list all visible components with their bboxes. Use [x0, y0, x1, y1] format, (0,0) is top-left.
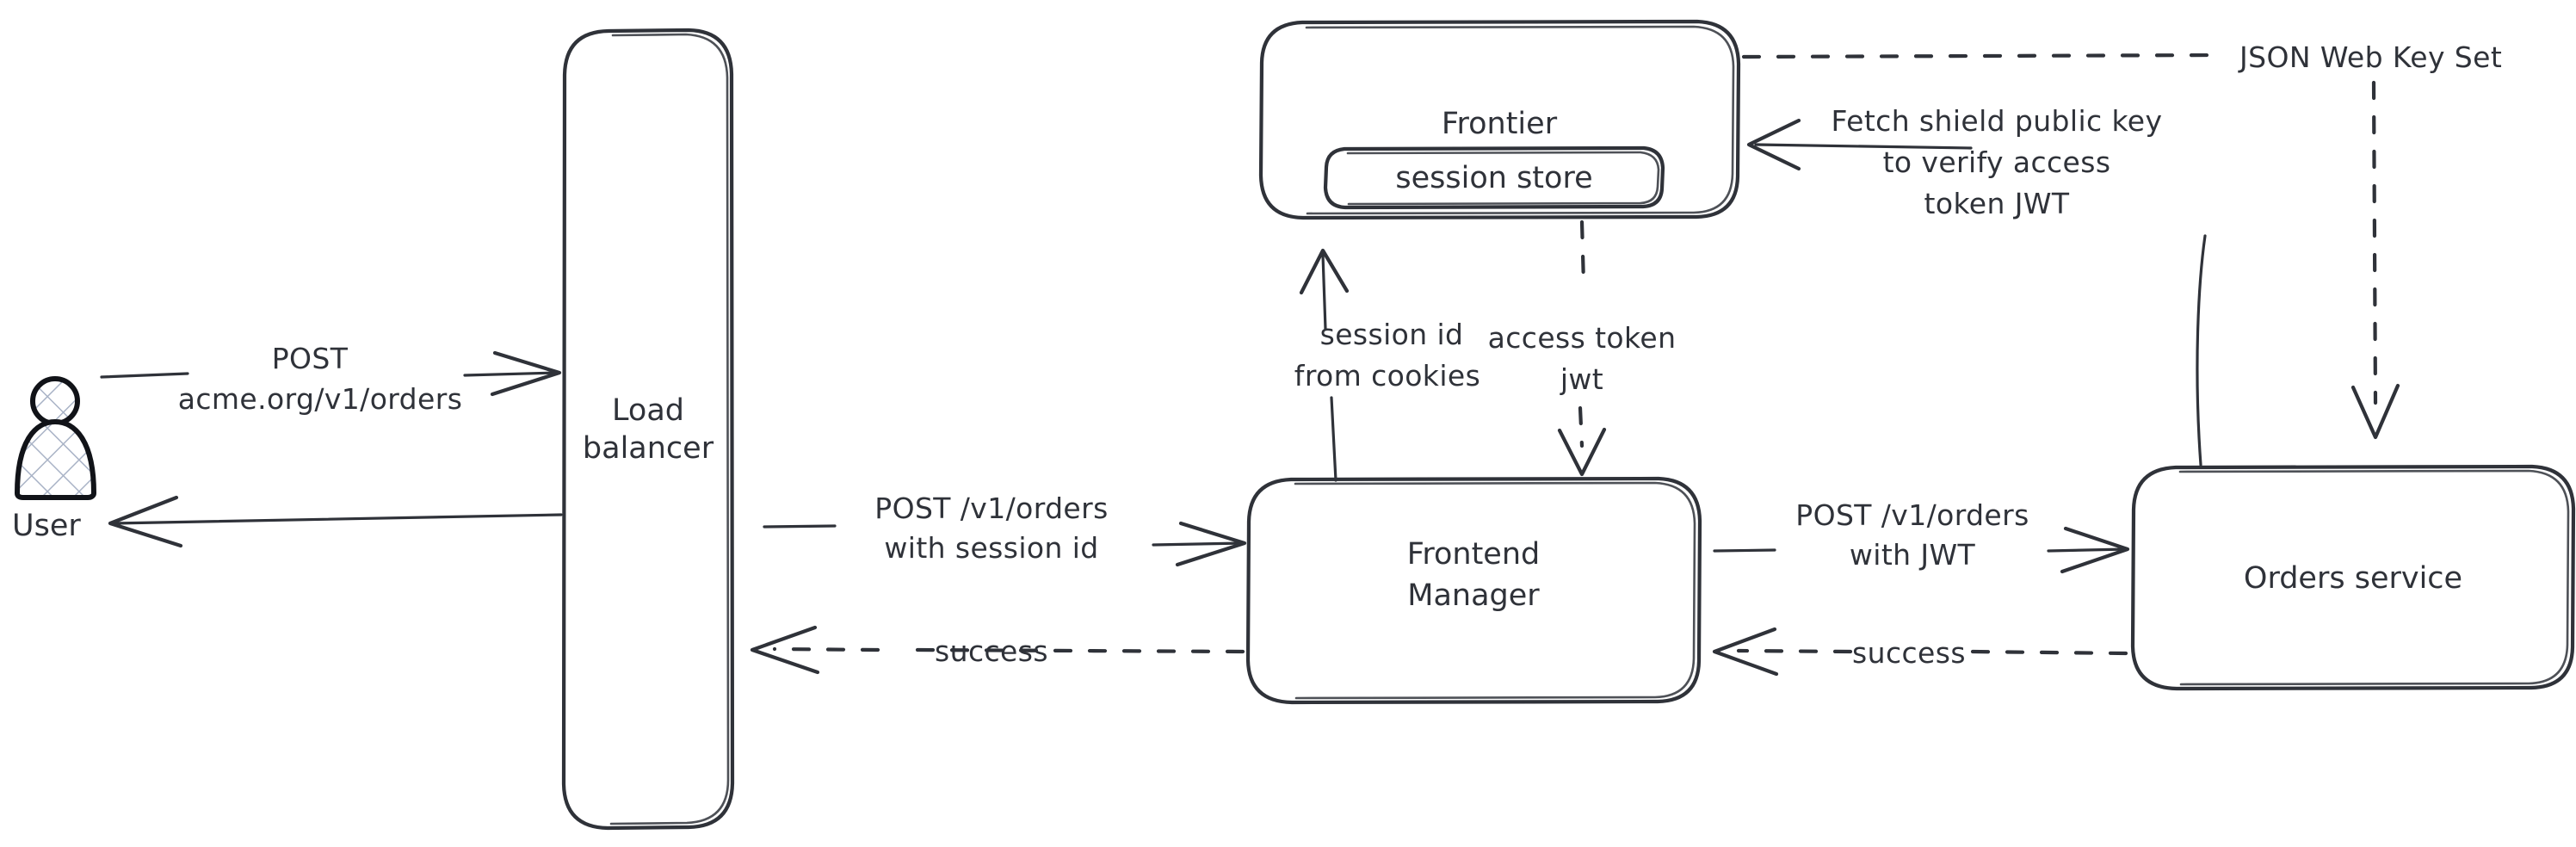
- edge-lb-to-frontend-manager: [763, 521, 1247, 567]
- edge-label-access-token-line2: jwt: [1560, 362, 1603, 396]
- edge-label-post-jwt-line1: POST /v1/orders: [1795, 498, 2029, 532]
- edge-label-post-session-line1: POST /v1/orders: [874, 492, 1108, 525]
- node-session-store[interactable]: [1323, 145, 1665, 210]
- node-frontend-manager[interactable]: [1245, 476, 1702, 705]
- user-label: User: [12, 509, 81, 543]
- edge-label-success-left: success: [935, 634, 1048, 668]
- edge-label-session-id-line2: from cookies: [1294, 359, 1480, 393]
- edge-label-post-line2: acme.org/v1/orders: [178, 382, 463, 416]
- edge-label-access-token-line1: access token: [1488, 321, 1677, 355]
- edge-label-fetch-key-line1: Fetch shield public key: [1832, 104, 2163, 138]
- edge-frontier-to-orders-jwks: [1741, 53, 2400, 440]
- frontier-label: Frontier: [1442, 107, 1558, 141]
- edge-fm-to-orders: [1713, 526, 2130, 574]
- edge-label-post-jwt-line2: with JWT: [1850, 538, 1976, 572]
- edge-label-success-right: success: [1852, 636, 1966, 670]
- session-store-label: session store: [1395, 161, 1592, 195]
- edge-frontier-to-fm-accesstoken: [1557, 219, 1607, 477]
- edge-label-jwks: JSON Web Key Set: [2238, 40, 2502, 74]
- frontend-manager-label-line1: Frontend: [1407, 537, 1540, 572]
- edge-label-fetch-key-line2: to verify access: [1883, 145, 2111, 179]
- edge-label-post-session-line2: with session id: [884, 531, 1098, 565]
- edge-orders-to-fm-success: [1712, 627, 2128, 677]
- edge-user-to-load-balancer: [100, 350, 562, 397]
- edge-fm-to-lb-success: [750, 625, 1245, 675]
- node-orders-service[interactable]: [2130, 464, 2576, 691]
- load-balancer-label-line2: balancer: [583, 431, 714, 466]
- edge-label-post-line1: POST: [272, 342, 349, 375]
- frontend-manager-label-line2: Manager: [1407, 578, 1540, 613]
- edge-label-session-id-line1: session id: [1320, 318, 1464, 351]
- edge-load-balancer-to-user: [108, 495, 563, 548]
- load-balancer-label-line1: Load: [612, 393, 684, 428]
- node-load-balancer[interactable]: [561, 28, 735, 831]
- edge-label-fetch-key-line3: token JWT: [1924, 187, 2070, 220]
- edge-fm-to-frontier-sessionid: [1299, 248, 1350, 482]
- user-actor-icon: [15, 376, 96, 500]
- edge-orders-to-frontier-fetchkey: [1746, 118, 2207, 467]
- orders-service-label: Orders service: [2244, 561, 2462, 596]
